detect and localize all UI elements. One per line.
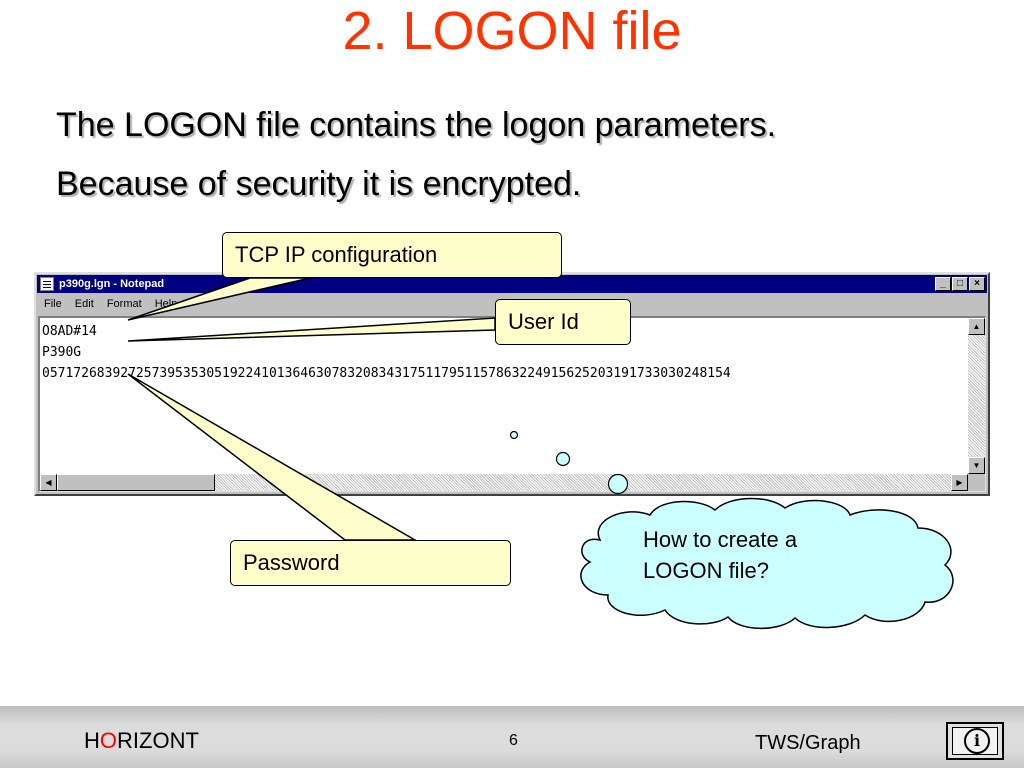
cloud-line-1: How to create a xyxy=(643,527,798,552)
bullet-2: Because of security it is encrypted. xyxy=(56,165,582,203)
cloud-text: How to create a LOGON file? xyxy=(643,524,797,586)
scroll-right-icon[interactable]: ▶ xyxy=(951,474,968,491)
resize-grip-icon[interactable] xyxy=(968,474,985,491)
menu-edit[interactable]: Edit xyxy=(74,298,94,310)
info-button-face: i xyxy=(952,727,998,755)
footer-bar: HORIZONT 6 TWS/Graph i xyxy=(0,706,1024,768)
tcp-callout-pointer xyxy=(127,277,311,321)
cloud-line-2: LOGON file? xyxy=(643,558,769,583)
password-callout: Password xyxy=(230,540,511,586)
info-button[interactable]: i xyxy=(946,722,1004,760)
bullet-1: The LOGON file contains the logon parame… xyxy=(56,106,777,144)
window-title: p390g.lgn - Notepad xyxy=(59,278,165,290)
brand-o: O xyxy=(99,728,118,753)
brand-rest: RIZONT xyxy=(117,728,199,753)
close-button[interactable]: × xyxy=(969,277,985,291)
horizontal-scroll-thumb[interactable] xyxy=(57,474,215,491)
tcp-ip-callout: TCP IP configuration xyxy=(222,232,562,278)
notepad-icon xyxy=(40,277,54,291)
minimize-button[interactable]: _ xyxy=(935,277,951,291)
brand-h: H xyxy=(84,728,100,753)
password-callout-pointer xyxy=(127,373,418,541)
user-id-callout: User Id xyxy=(495,299,631,345)
menu-format[interactable]: Format xyxy=(106,298,142,310)
thought-bubble-medium xyxy=(555,451,571,467)
product-name: TWS/Graph xyxy=(755,732,861,754)
brand-logo: HORIZONT xyxy=(84,728,199,754)
user-callout-pointer xyxy=(127,317,496,342)
info-icon: i xyxy=(964,728,990,754)
thought-bubble-small xyxy=(509,430,519,440)
scroll-down-icon[interactable]: ▼ xyxy=(968,457,985,474)
line-user: P390G xyxy=(42,345,82,360)
maximize-button[interactable]: □ xyxy=(952,277,968,291)
cloud-shape xyxy=(580,497,954,630)
page-number: 6 xyxy=(509,732,518,749)
thought-bubble-large xyxy=(607,473,629,495)
scroll-up-icon[interactable]: ▲ xyxy=(968,318,985,335)
scroll-left-icon[interactable]: ◀ xyxy=(40,474,57,491)
vertical-scrollbar[interactable]: ▲ ▼ xyxy=(968,318,985,474)
slide-title: 2. LOGON file xyxy=(342,1,682,61)
line-tcp: O8AD#14 xyxy=(42,324,97,339)
line-password: 0571726839272573953530519224101364630783… xyxy=(42,366,731,381)
menu-file[interactable]: File xyxy=(44,298,62,310)
